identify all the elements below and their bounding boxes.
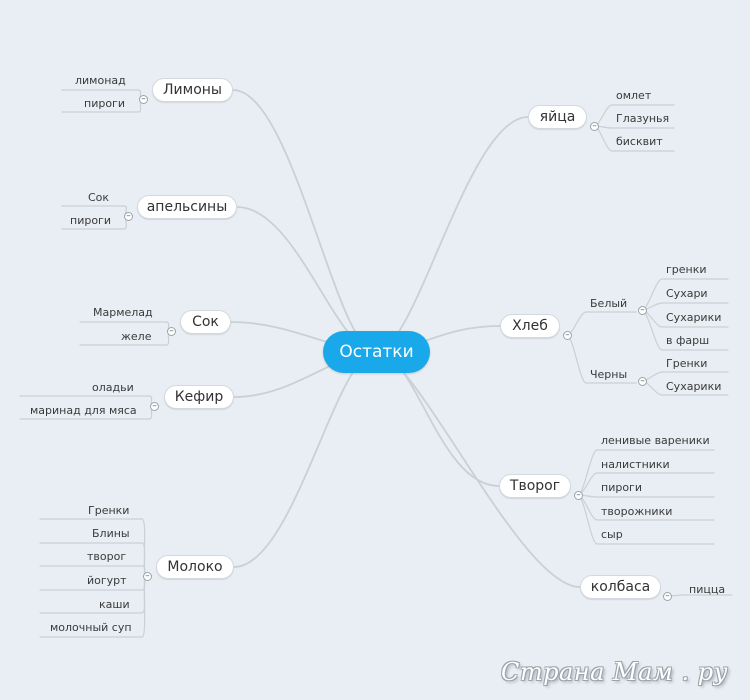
watermark-logo: Страна Мам . ру: [501, 658, 728, 686]
leaf-item: пироги: [70, 214, 111, 227]
leaf-item: Мармелад: [93, 306, 153, 319]
leaf-item: налистники: [601, 458, 670, 471]
connector-line: [566, 334, 587, 384]
collapse-toggle[interactable]: –: [167, 327, 176, 336]
topic-apelsiny[interactable]: апельсины: [137, 195, 237, 219]
leaf-item: Глазунья: [616, 112, 670, 125]
topic-yaitsa[interactable]: яйца: [528, 105, 587, 129]
leaf-item: ленивые вареники: [601, 434, 710, 447]
topic-sok[interactable]: Сок: [180, 310, 231, 334]
leaf-item: Сухари: [666, 287, 708, 300]
leaf-item: Гренки: [666, 357, 708, 370]
topic-kefir[interactable]: Кефир: [164, 385, 234, 409]
collapse-toggle[interactable]: –: [563, 331, 572, 340]
leaf-item: пироги: [601, 481, 642, 494]
collapse-toggle[interactable]: –: [638, 306, 647, 315]
connector-line: [233, 351, 377, 568]
collapse-toggle[interactable]: –: [150, 402, 159, 411]
topic-tvorog[interactable]: Творог: [499, 474, 571, 498]
topic-limony[interactable]: Лимоны: [152, 78, 233, 102]
leaf-item: каши: [99, 598, 130, 611]
leaf-item: маринад для мяса: [30, 404, 137, 417]
collapse-toggle[interactable]: –: [590, 122, 599, 131]
subtopic-label: Белый: [590, 297, 628, 310]
connector-line: [577, 449, 598, 496]
subtopic-label: Черны: [590, 368, 628, 381]
leaf-item: гренки: [666, 263, 707, 276]
collapse-toggle[interactable]: –: [139, 95, 148, 104]
leaf-item: пицца: [689, 583, 726, 596]
leaf-item: сыр: [601, 528, 623, 541]
collapse-toggle[interactable]: –: [638, 377, 647, 386]
connector-line: [232, 89, 377, 353]
topic-khleb[interactable]: Хлеб: [500, 314, 560, 338]
connector-line: [577, 494, 598, 545]
collapse-toggle[interactable]: –: [124, 212, 133, 221]
leaf-item: пироги: [84, 97, 125, 110]
connector-line: [375, 351, 581, 588]
leaf-item: молочный суп: [50, 621, 132, 634]
topic-kolbasa[interactable]: колбаса: [580, 575, 661, 599]
leaf-item: творог: [87, 550, 127, 563]
collapse-toggle[interactable]: –: [143, 572, 152, 581]
collapse-toggle[interactable]: –: [574, 491, 583, 500]
leaf-item: йогурт: [87, 574, 127, 587]
leaf-item: лимонад: [75, 74, 126, 87]
leaf-item: Блины: [92, 527, 130, 540]
connector-line: [141, 575, 148, 638]
leaf-item: Сухарики: [666, 380, 722, 393]
collapse-toggle[interactable]: –: [663, 592, 672, 601]
leaf-item: оладьи: [92, 381, 134, 394]
leaf-item: Гренки: [88, 504, 130, 517]
leaf-item: Сухарики: [666, 311, 722, 324]
leaf-item: бисквит: [616, 135, 663, 148]
leaf-item: Сок: [88, 191, 110, 204]
leaf-item: в фарш: [666, 334, 710, 347]
connector-line: [641, 309, 663, 351]
central-topic[interactable]: Остатки: [323, 331, 430, 373]
topic-moloko[interactable]: Молоко: [156, 555, 234, 579]
leaf-item: омлет: [616, 89, 652, 102]
leaf-item: желе: [121, 330, 152, 343]
connector-line: [641, 278, 663, 311]
leaf-item: творожники: [601, 505, 673, 518]
